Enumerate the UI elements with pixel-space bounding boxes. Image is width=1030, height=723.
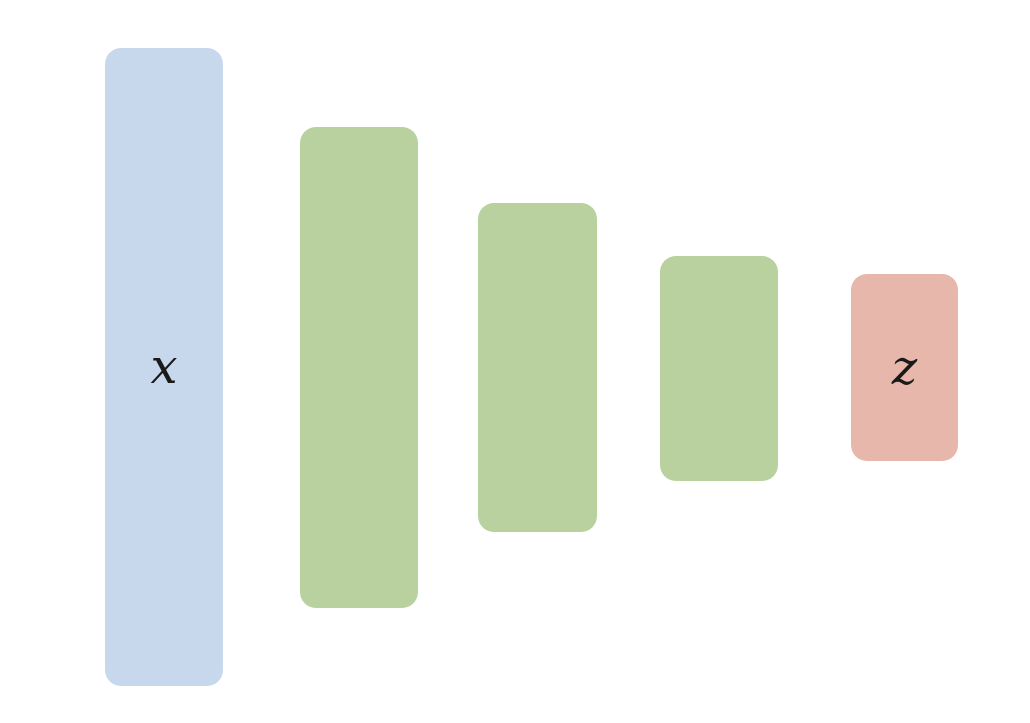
hidden-layer-1-block <box>300 127 418 608</box>
input-layer-block: x <box>105 48 223 686</box>
hidden-layer-3-block <box>660 256 778 481</box>
hidden-layer-2-block <box>478 203 597 532</box>
input-label: x <box>150 339 178 395</box>
latent-layer-block: z <box>851 274 958 461</box>
latent-label: z <box>891 339 918 396</box>
